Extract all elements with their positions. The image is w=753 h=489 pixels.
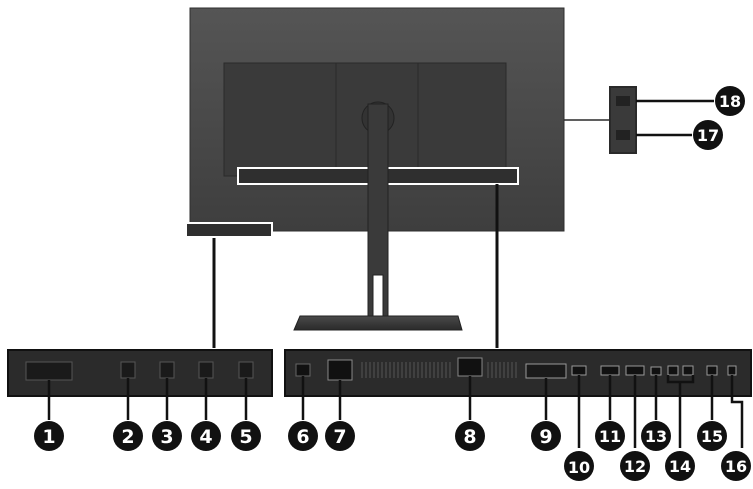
- hdmi-port: [571, 365, 587, 376]
- callout-17: 17: [693, 120, 723, 150]
- dvi-port: [525, 363, 567, 379]
- callout-6: 6: [288, 421, 318, 451]
- rear-ports-detail: [284, 349, 752, 397]
- callout-5: 5: [231, 421, 261, 451]
- callout-10: 10: [564, 451, 594, 481]
- callout-18-label: 18: [719, 92, 741, 111]
- kensington-slot: [295, 363, 311, 377]
- callout-16: 16: [721, 451, 751, 481]
- callout-12: 12: [620, 451, 650, 481]
- monitor-rear: [185, 7, 637, 238]
- vent-grille: [361, 362, 451, 378]
- callout-2-label: 2: [121, 426, 134, 448]
- stand-base: [293, 315, 463, 331]
- power-button: [25, 361, 73, 381]
- callout-2: 2: [113, 421, 143, 451]
- displayport-in: [600, 365, 620, 376]
- vent-grille-2: [487, 362, 517, 378]
- callout-10-label: 10: [568, 458, 590, 477]
- minus-button: [159, 361, 175, 379]
- input-button: [238, 361, 254, 379]
- callout-15-label: 15: [701, 427, 723, 446]
- ac-power-connector: [327, 359, 353, 381]
- displayport-out: [625, 365, 645, 376]
- callout-15: 15: [697, 421, 727, 451]
- callout-1-label: 1: [42, 426, 55, 448]
- callout-13: 13: [641, 421, 671, 451]
- security-lock-tab: [457, 357, 483, 377]
- usb-upstream: [706, 365, 718, 376]
- callout-9-label: 9: [539, 426, 552, 448]
- usb-port-upper: [616, 96, 630, 106]
- callout-16-label: 16: [725, 457, 747, 476]
- callout-11-label: 11: [599, 427, 621, 446]
- callout-8: 8: [455, 421, 485, 451]
- callout-14-label: 14: [669, 457, 691, 476]
- callout-14: 14: [665, 451, 695, 481]
- callout-11: 11: [595, 421, 625, 451]
- front-button-strip: [185, 222, 273, 238]
- usb-port-lower: [616, 130, 630, 140]
- callout-7: 7: [325, 421, 355, 451]
- front-buttons-detail: [7, 349, 273, 397]
- callout-8-label: 8: [463, 426, 476, 448]
- callout-13-label: 13: [645, 427, 667, 446]
- callouts: 1 2 3 4 5 6 7 8 9 10 11 12 13 14 15 16 1…: [34, 86, 751, 481]
- callout-6-label: 6: [296, 426, 309, 448]
- callout-4-label: 4: [199, 426, 212, 448]
- callout-5-label: 5: [239, 426, 252, 448]
- callout-18: 18: [715, 86, 745, 116]
- callout-leaders: [47, 99, 744, 448]
- callout-7-label: 7: [333, 426, 346, 448]
- plus-button: [198, 361, 214, 379]
- monitor-stand: [293, 101, 463, 331]
- usb-port-b: [682, 365, 694, 376]
- service-port: [727, 365, 737, 376]
- callout-17-label: 17: [697, 126, 719, 145]
- menu-button: [120, 361, 136, 379]
- callout-1: 1: [34, 421, 64, 451]
- callout-4: 4: [191, 421, 221, 451]
- callout-3: 3: [152, 421, 182, 451]
- audio-out: [650, 366, 662, 376]
- callout-12-label: 12: [624, 457, 646, 476]
- callout-9: 9: [531, 421, 561, 451]
- callout-3-label: 3: [160, 426, 173, 448]
- usb-port-a: [667, 365, 679, 376]
- leader-lines: [212, 184, 499, 348]
